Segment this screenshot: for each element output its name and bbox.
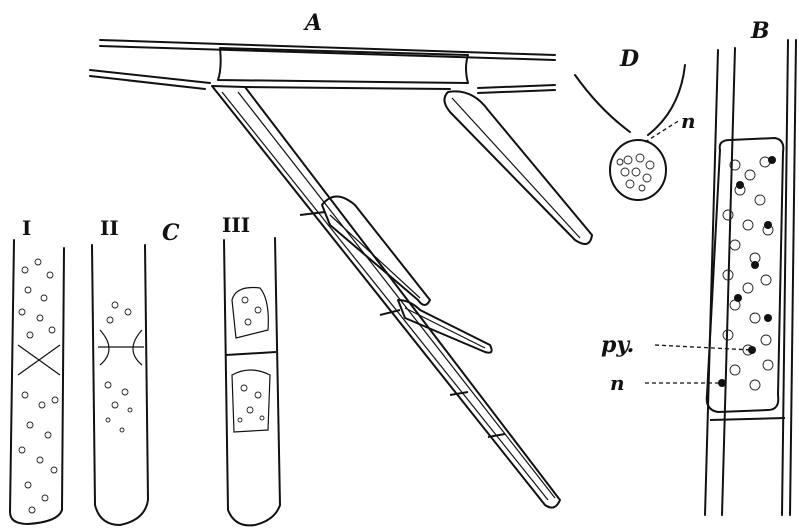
label-n-b: n bbox=[610, 371, 625, 395]
figure-c-stage-ii bbox=[92, 245, 148, 525]
figure-d-cell bbox=[575, 65, 685, 200]
label-stage-iii: III bbox=[222, 213, 250, 237]
label-stage-ii: II bbox=[100, 216, 119, 240]
label-b: B bbox=[750, 18, 770, 44]
label-stage-i: I bbox=[22, 216, 31, 240]
label-n-d: n bbox=[681, 109, 696, 133]
figure-c-stage-i bbox=[10, 240, 64, 524]
label-c: C bbox=[162, 220, 180, 246]
label-py: py. bbox=[601, 332, 634, 358]
figure-b-filament bbox=[645, 40, 796, 515]
figure-c-stage-iii bbox=[224, 238, 280, 525]
label-d: D bbox=[619, 46, 639, 72]
figure-a-filament bbox=[90, 40, 592, 508]
label-a: A bbox=[303, 10, 322, 36]
